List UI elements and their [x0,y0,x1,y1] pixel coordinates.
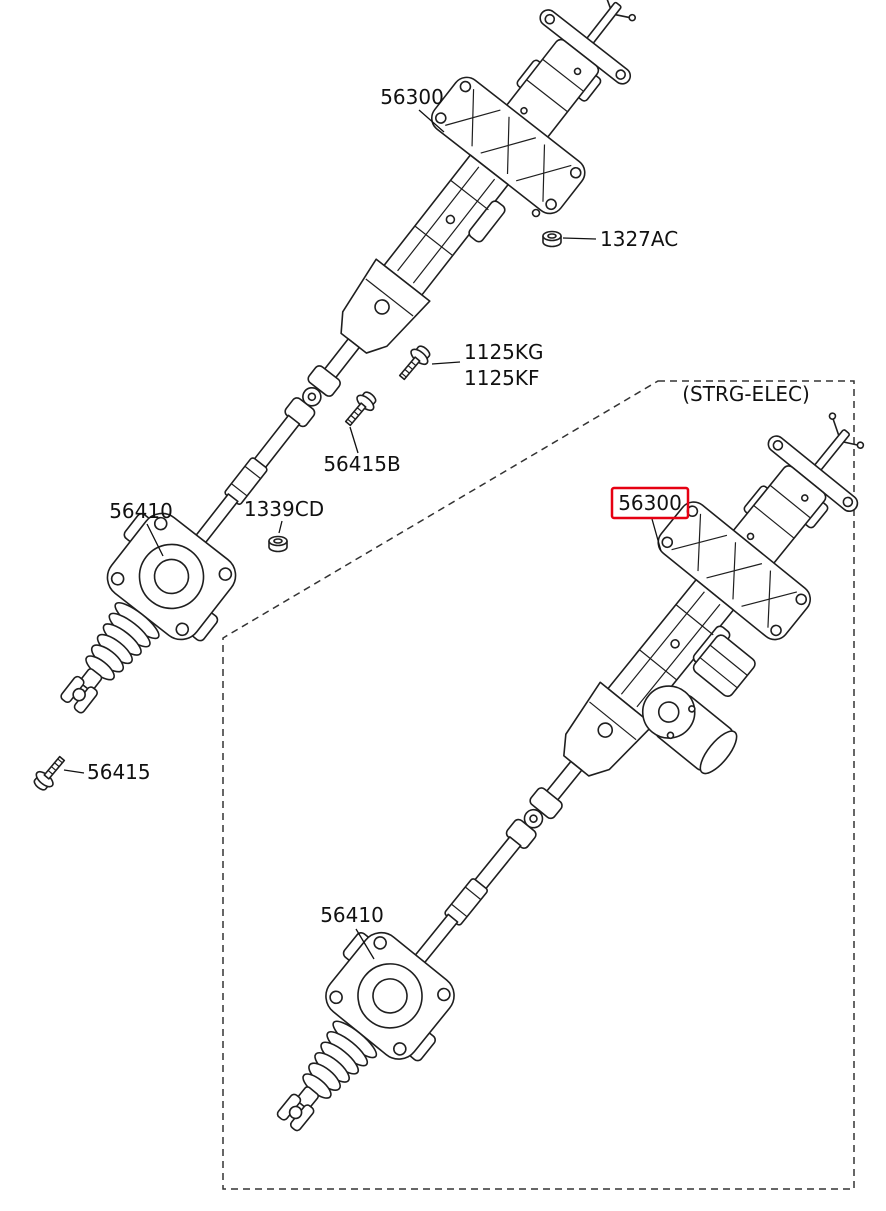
part-label-56415B[interactable]: 56415B [323,452,400,476]
electric-motor-unit [641,634,756,775]
steering-column-assembly-standard [6,0,687,756]
bolt-56415B [339,387,381,431]
leader-56300-elec [651,518,662,552]
nut-1327AC [542,230,562,248]
leader-1327AC [562,237,597,240]
bolt-1125KG-1125KF [393,341,435,385]
part-label-1125KG[interactable]: 1125KG [464,340,544,364]
leader-56300-main [418,109,445,133]
strg-elec-region-outline [222,380,855,1190]
part-label-1339CD[interactable]: 1339CD [244,497,324,521]
leader-56415B [349,426,359,454]
part-label-56300-main[interactable]: 56300 [380,85,444,109]
leader-1339CD [278,520,283,534]
highlight-box [610,486,690,520]
part-label-56410-elec[interactable]: 56410 [320,903,384,927]
leader-56415 [63,769,85,774]
part-label-56300-elec[interactable]: 56300 [618,491,682,515]
leader-56410-elec [355,928,375,960]
part-label-1327AC[interactable]: 1327AC [600,227,678,251]
part-label-1125KF[interactable]: 1125KF [464,366,540,390]
nut-1339CD [268,535,288,553]
part-label-56415[interactable]: 56415 [87,760,151,784]
bolt-56415 [29,751,71,795]
part-label-56410-main[interactable]: 56410 [109,499,173,523]
leader-1125KG-KF [431,361,461,365]
leader-56410-main [146,523,164,557]
stud-point [531,208,541,218]
strg-elec-region-label: (STRG-ELEC) [682,382,810,406]
selected-part-callout-56300[interactable]: 56300 [610,486,690,520]
